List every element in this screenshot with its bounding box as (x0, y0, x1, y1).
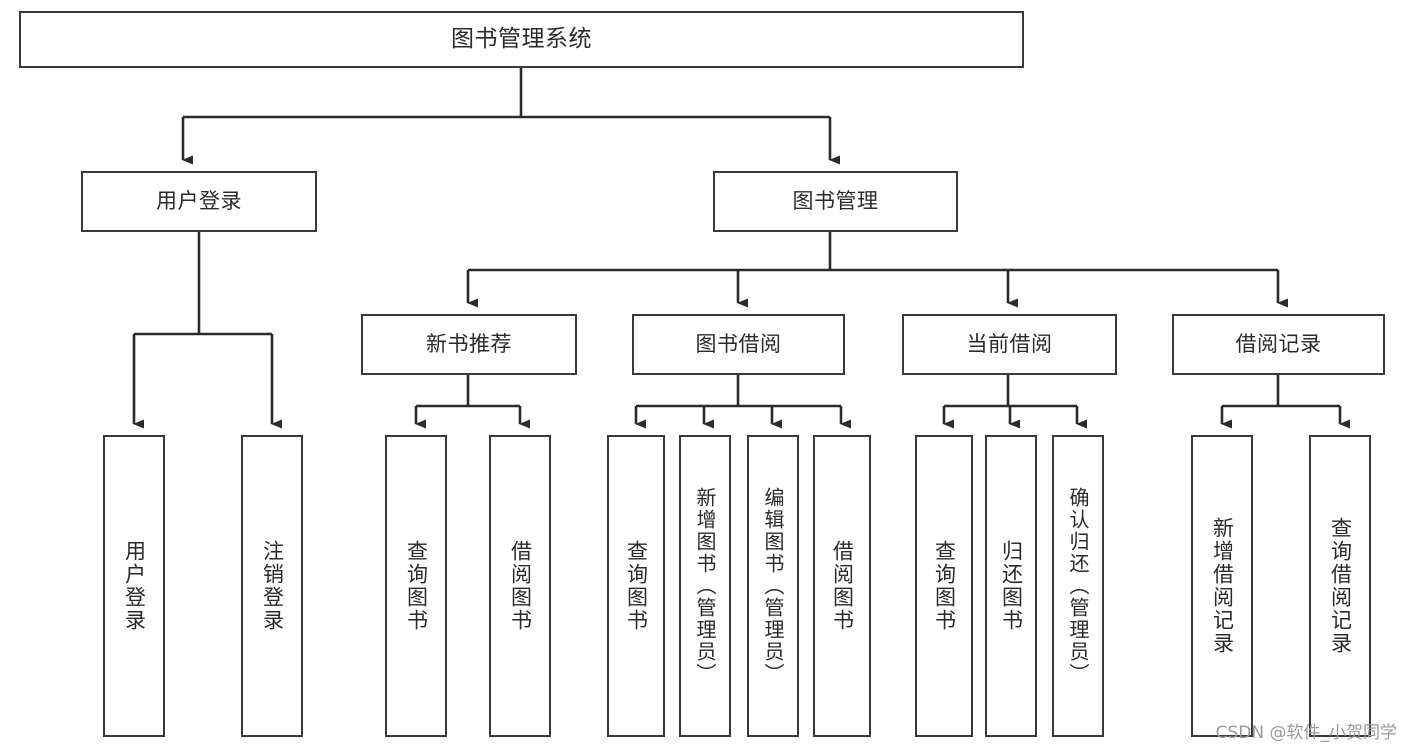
node-book-borrow-label: 图书借阅 (695, 332, 782, 357)
node-user-login-label: 用户登录 (156, 189, 242, 214)
node-root-label: 图书管理系统 (451, 25, 592, 52)
node-leaf-query-record-label: 查询借阅记录 (1328, 517, 1353, 655)
node-leaf-user-login-label: 用户登录 (122, 540, 147, 632)
node-leaf-edit-book[interactable]: 编辑图书（管理员） (747, 435, 799, 737)
node-book-management[interactable]: 图书管理 (713, 171, 958, 232)
node-leaf-edit-book-label: 编辑图书（管理员） (761, 487, 785, 685)
node-leaf-add-book-label: 新增图书（管理员） (693, 487, 717, 685)
node-leaf-borrow-book-label: 借阅图书 (830, 540, 855, 632)
node-user-login[interactable]: 用户登录 (81, 171, 317, 232)
node-leaf-query-record[interactable]: 查询借阅记录 (1309, 435, 1371, 737)
node-book-management-label: 图书管理 (792, 189, 879, 214)
node-leaf-user-logout[interactable]: 注销登录 (241, 435, 303, 737)
node-leaf-query-book-borrow-label: 查询图书 (624, 540, 649, 632)
node-current-borrow[interactable]: 当前借阅 (902, 314, 1117, 375)
node-leaf-query-book-current-label: 查询图书 (932, 540, 957, 632)
node-leaf-query-book-recommend[interactable]: 查询图书 (385, 435, 447, 737)
node-leaf-add-record[interactable]: 新增借阅记录 (1191, 435, 1253, 737)
node-borrow-record-label: 借阅记录 (1235, 332, 1322, 357)
node-leaf-return-book[interactable]: 归还图书 (985, 435, 1037, 737)
node-leaf-query-book-recommend-label: 查询图书 (404, 540, 429, 632)
node-leaf-borrow-book[interactable]: 借阅图书 (813, 435, 871, 737)
node-borrow-record[interactable]: 借阅记录 (1172, 314, 1385, 375)
node-current-borrow-label: 当前借阅 (966, 332, 1053, 357)
node-leaf-user-logout-label: 注销登录 (260, 540, 285, 632)
node-leaf-user-login[interactable]: 用户登录 (103, 435, 165, 737)
node-leaf-confirm-return-label: 确认归还（管理员） (1066, 487, 1090, 685)
node-book-borrow[interactable]: 图书借阅 (632, 314, 845, 375)
watermark: CSDN @软件_小贺同学 (1215, 723, 1397, 743)
node-leaf-add-record-label: 新增借阅记录 (1210, 517, 1235, 655)
node-leaf-query-book-borrow[interactable]: 查询图书 (607, 435, 665, 737)
node-leaf-add-book[interactable]: 新增图书（管理员） (679, 435, 731, 737)
node-root[interactable]: 图书管理系统 (19, 11, 1024, 68)
node-leaf-borrow-book-recommend[interactable]: 借阅图书 (489, 435, 551, 737)
node-leaf-borrow-book-recommend-label: 借阅图书 (508, 540, 533, 632)
node-leaf-query-book-current[interactable]: 查询图书 (915, 435, 973, 737)
node-leaf-confirm-return[interactable]: 确认归还（管理员） (1052, 435, 1104, 737)
node-new-book-recommend[interactable]: 新书推荐 (361, 314, 577, 375)
node-leaf-return-book-label: 归还图书 (999, 540, 1024, 632)
node-new-book-recommend-label: 新书推荐 (426, 332, 512, 357)
